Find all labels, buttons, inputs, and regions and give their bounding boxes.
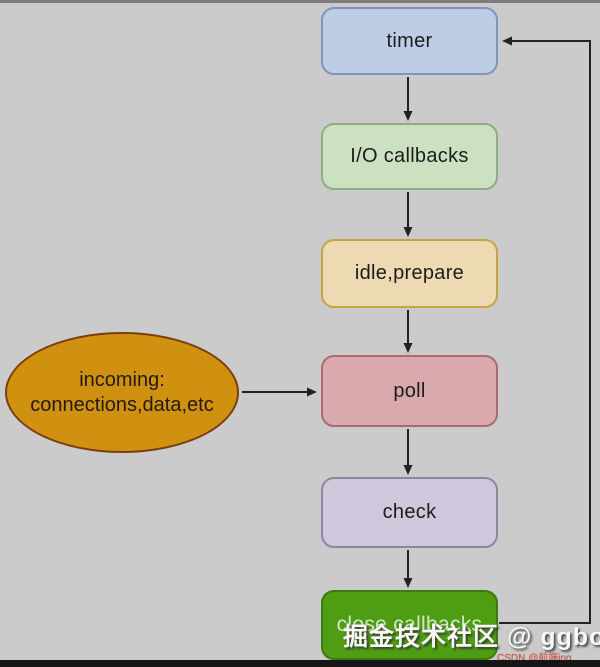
node-io-callbacks: I/O callbacks: [321, 123, 498, 190]
juejin-watermark: 掘金技术社区 @ ggbond: [343, 623, 600, 651]
node-poll: poll: [321, 355, 498, 427]
node-idle-prepare-label: idle,prepare: [354, 262, 465, 284]
node-io-callbacks-label: I/O callbacks: [350, 145, 469, 167]
node-check-label: check: [382, 501, 437, 523]
node-check: check: [321, 477, 498, 548]
incoming-label-line2: connections,data,etc: [30, 393, 214, 416]
node-poll-label: poll: [393, 379, 426, 402]
csdn-watermark: CSDN @前端ing: [497, 653, 572, 664]
top-edge-bar: [0, 0, 600, 3]
node-timer-label: timer: [386, 29, 433, 52]
node-idle-prepare: idle,prepare: [321, 239, 498, 308]
incoming-label-line1: incoming:: [79, 368, 165, 391]
bottom-edge-bar: [0, 660, 600, 667]
arrow-close-loop-to-timer: [499, 36, 591, 624]
node-close-callbacks: close callbacks: [321, 590, 498, 660]
node-incoming-ellipse: incoming: connections,data,etc: [5, 332, 239, 453]
node-timer: timer: [321, 7, 498, 75]
node-close-callbacks-label: close callbacks: [336, 613, 483, 636]
